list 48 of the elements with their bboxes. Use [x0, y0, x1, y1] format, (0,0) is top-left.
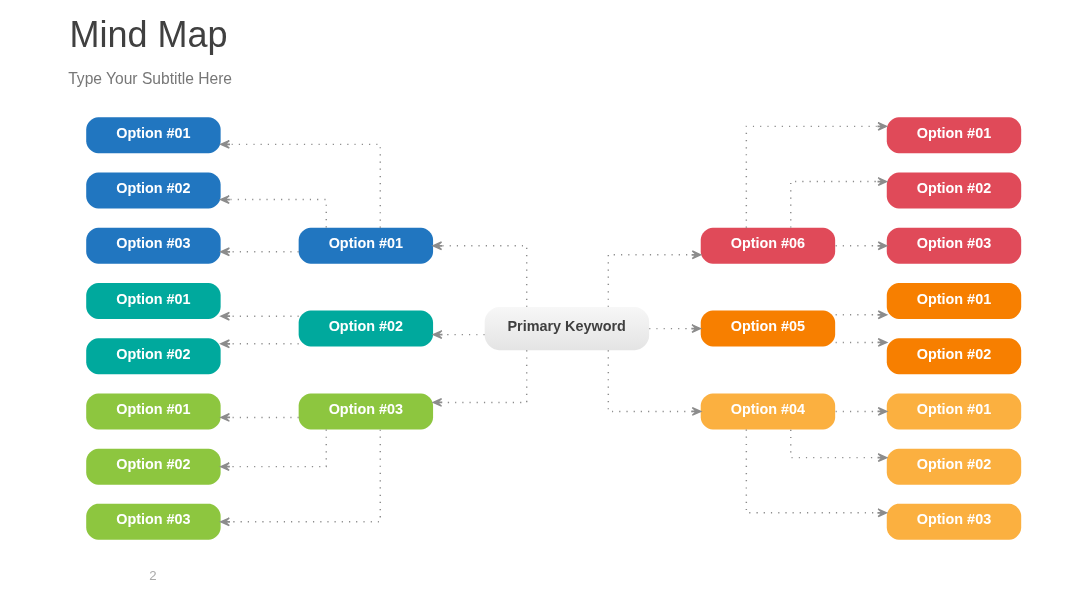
node-box: Primary Keyword — [484, 307, 649, 351]
arrow — [834, 337, 887, 347]
node-box: Option #03 — [886, 227, 1021, 264]
arrow — [789, 177, 887, 229]
node-box: Option #02 — [85, 172, 221, 209]
arrow — [834, 406, 887, 416]
arrow — [607, 349, 701, 416]
label: Type Your Subtitle Here — [67, 70, 232, 88]
arrow — [219, 339, 299, 349]
arrow — [219, 139, 381, 229]
node-box: Option #01 — [85, 117, 221, 154]
arrow — [431, 349, 527, 407]
node-box: Option #02 — [85, 448, 221, 485]
node-box: Option #01 — [85, 393, 221, 430]
node-box: Option #02 — [85, 338, 221, 375]
node-box: Option #01 — [886, 117, 1021, 154]
node-box: Option #02 — [886, 338, 1021, 375]
node-box: Option #02 — [298, 310, 433, 347]
node-box: Option #06 — [700, 227, 835, 264]
node-box: Option #02 — [886, 448, 1021, 485]
label: 2 — [148, 568, 157, 584]
arrow — [219, 412, 299, 422]
arrow — [745, 121, 887, 229]
node-box: Option #03 — [298, 393, 433, 430]
arrow — [219, 311, 299, 321]
node-box: Option #01 — [886, 393, 1021, 430]
arrow — [432, 330, 485, 340]
node-box: Option #04 — [700, 393, 835, 430]
arrow — [219, 195, 327, 229]
node-box: Option #05 — [700, 310, 835, 347]
arrow — [431, 241, 527, 308]
arrow — [607, 250, 701, 308]
arrow — [789, 428, 887, 463]
node-box: Option #02 — [886, 172, 1021, 209]
node-box: Option #01 — [298, 227, 433, 264]
arrow — [219, 428, 327, 472]
node-box: Option #01 — [85, 283, 221, 319]
arrow — [219, 428, 381, 527]
arrow — [648, 324, 701, 334]
node-box: Option #03 — [85, 503, 221, 540]
arrow — [219, 247, 299, 257]
node-box: Option #03 — [886, 503, 1021, 540]
arrow — [834, 241, 887, 251]
node-box: Option #01 — [886, 283, 1021, 319]
diagram-title: Mind Map — [68, 13, 227, 55]
arrow — [745, 428, 887, 518]
arrow — [834, 310, 887, 320]
node-box: Option #03 — [85, 227, 221, 264]
